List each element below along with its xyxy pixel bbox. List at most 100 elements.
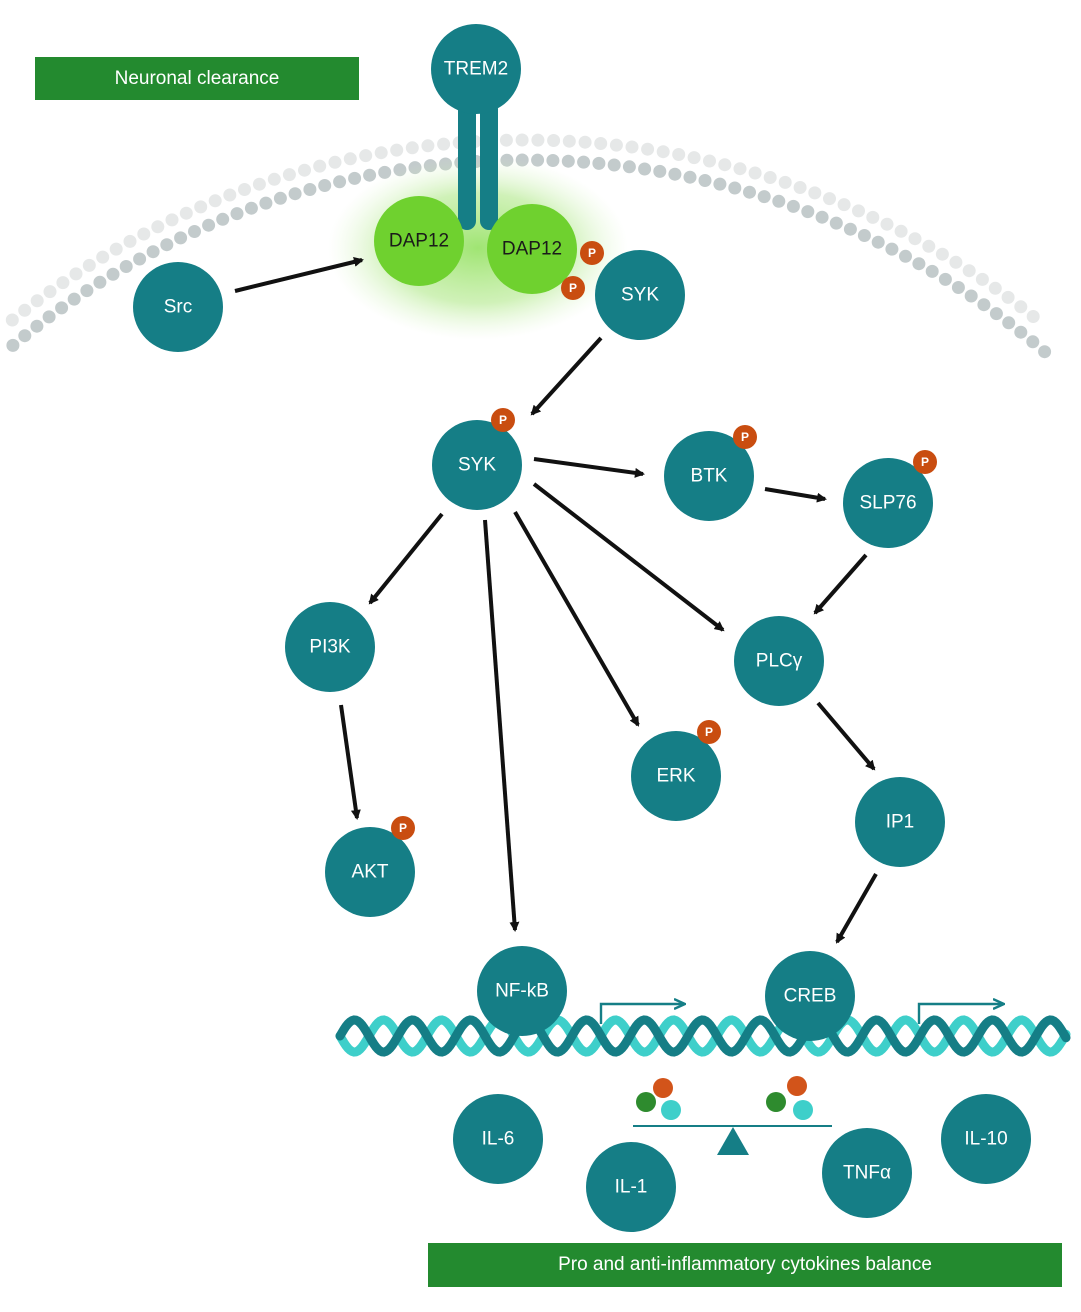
membrane-bead xyxy=(67,292,81,306)
membrane-bead xyxy=(252,177,266,191)
membrane-bead xyxy=(1038,345,1052,359)
arrow-syk-nfkb xyxy=(483,519,520,932)
membrane-bead xyxy=(160,238,174,252)
membrane-bead xyxy=(733,162,747,176)
btk-label: BTK xyxy=(691,466,728,487)
membrane-bead xyxy=(288,187,302,201)
pi3k-label: PI3K xyxy=(309,637,351,658)
membrane-bead xyxy=(531,133,545,147)
membrane-bead xyxy=(1002,316,1016,330)
membrane-bead xyxy=(912,257,926,271)
membrane-bead xyxy=(866,210,880,224)
membrane-bead xyxy=(743,185,756,199)
membrane-bead xyxy=(935,247,949,261)
membrane-bead xyxy=(244,201,258,215)
cytokine-dot-orange xyxy=(653,1078,673,1098)
membrane-bead xyxy=(273,191,287,205)
membrane-bead xyxy=(653,164,667,178)
membrane-bead xyxy=(390,143,404,157)
membrane-bead xyxy=(687,151,701,165)
phospho-icon xyxy=(561,276,585,300)
membrane-bead xyxy=(259,196,273,210)
syk-label: SYK xyxy=(458,455,496,476)
svg-text:P: P xyxy=(499,413,507,427)
syk-membrane-label: SYK xyxy=(621,285,659,306)
membrane-bead xyxy=(562,134,576,148)
phospho-icon xyxy=(913,450,937,474)
creb-node xyxy=(765,951,855,1041)
phospho-icon xyxy=(491,408,515,432)
slp76-node xyxy=(843,458,933,548)
membrane-bead xyxy=(230,207,244,221)
scale-fulcrum xyxy=(717,1127,749,1155)
dap12-left-label: DAP12 xyxy=(389,231,449,252)
membrane-bead xyxy=(30,294,44,308)
transcription-arrow-right xyxy=(917,1004,1003,1024)
membrane-bead xyxy=(561,154,575,168)
nfkb-label: NF-kB xyxy=(495,981,549,1002)
membrane-bead xyxy=(238,183,251,196)
plcg-label: PLCγ xyxy=(756,651,803,672)
membrane-bead xyxy=(133,252,147,266)
phospho-icon xyxy=(733,425,757,449)
membrane-bead xyxy=(119,260,133,273)
il10-node xyxy=(941,1094,1031,1184)
membrane-bead xyxy=(151,220,165,234)
membrane-bead xyxy=(82,258,96,272)
cytokine-dot-green xyxy=(636,1092,656,1112)
membrane-bead xyxy=(348,171,362,185)
membrane-bead xyxy=(592,156,606,170)
membrane-bead xyxy=(123,234,137,248)
membrane-bead xyxy=(625,140,639,154)
membrane-bead xyxy=(852,204,865,218)
neuronal-clearance-banner: Neuronal clearance xyxy=(35,57,359,100)
dap12-right-label: DAP12 xyxy=(502,239,562,260)
membrane-bead xyxy=(871,235,885,249)
svg-text:P: P xyxy=(921,455,929,469)
membrane-bead xyxy=(93,275,107,289)
membrane-bead xyxy=(977,298,991,312)
membrane-bead xyxy=(988,281,1002,295)
svg-text:P: P xyxy=(705,725,713,739)
membrane-bead xyxy=(938,272,952,286)
arrow-syktop-syk xyxy=(530,336,603,416)
membrane-bead xyxy=(359,149,373,163)
membrane-bead xyxy=(109,242,123,256)
btk-node xyxy=(664,431,754,521)
membrane-bead xyxy=(815,210,829,224)
phospho-icon xyxy=(391,816,415,840)
membrane-bead xyxy=(718,158,732,172)
trem2-label: TREM2 xyxy=(444,59,508,80)
arrow-plcg-ip1 xyxy=(816,701,876,771)
membrane-bead xyxy=(964,289,978,303)
membrane-bead xyxy=(202,218,216,232)
membrane-bead xyxy=(703,154,716,168)
membrane-bead xyxy=(609,138,623,152)
membrane-bead xyxy=(43,285,57,299)
dna-strand-light xyxy=(335,1015,1071,1057)
membrane-bead xyxy=(515,133,529,147)
membrane-bead xyxy=(106,267,120,281)
membrane-bead xyxy=(547,134,561,147)
membrane-bead xyxy=(174,231,188,245)
membrane-bead xyxy=(333,175,347,189)
dap12-left xyxy=(374,196,464,286)
membrane-bead xyxy=(668,167,682,181)
arrow-syk-pi3k xyxy=(368,512,444,605)
membrane-bead xyxy=(778,175,792,189)
membrane-bead xyxy=(405,141,419,155)
membrane-bead xyxy=(713,177,727,191)
cytokine-dot-orange xyxy=(787,1076,807,1096)
membrane-bead xyxy=(1001,290,1015,304)
cytokine-balance-banner: Pro and anti-inflammatory cytokines bala… xyxy=(428,1243,1062,1287)
balance-scale-icon xyxy=(633,1076,832,1155)
membrane-bead xyxy=(313,159,327,173)
membrane-bead xyxy=(578,135,592,149)
svg-text:P: P xyxy=(399,821,407,835)
trem2-stalk-right xyxy=(480,100,498,230)
membrane-bead xyxy=(577,155,591,169)
il6-node xyxy=(453,1094,543,1184)
membrane-bead xyxy=(728,181,742,195)
arrow-ip1-creb xyxy=(835,873,878,944)
